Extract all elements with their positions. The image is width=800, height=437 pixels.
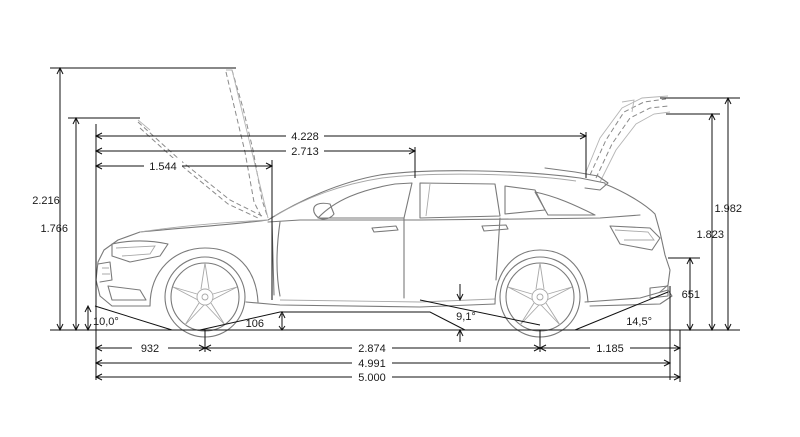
height-label-1766: 1.766 — [40, 223, 68, 235]
overall-length-label: 4.991 — [358, 358, 386, 370]
clearance-markers — [278, 284, 464, 342]
wheelbase-label: 2.874 — [358, 343, 386, 355]
car-side-profile — [95, 167, 673, 308]
departure-angle-label: 14,5° — [626, 316, 652, 328]
front-wheel — [164, 256, 246, 338]
height-label-1982: 1.982 — [714, 203, 742, 215]
rear-overhang-label: 1.185 — [596, 343, 624, 355]
height-label-1823: 1.823 — [696, 229, 724, 241]
front-overhang-label: 932 — [141, 343, 159, 355]
breakover-angle-label: 9,1° — [456, 311, 476, 323]
height-label-2216: 2.216 — [32, 195, 60, 207]
open-hood-outline — [137, 69, 269, 219]
approach-angle-label: 10,0° — [93, 316, 119, 328]
height-label-651: 651 — [682, 289, 700, 301]
left-height-dimensions — [50, 66, 236, 332]
length-label-1544: 1.544 — [149, 161, 177, 173]
length-label-2713: 2.713 — [291, 146, 319, 158]
ground-and-angle-lines — [50, 291, 740, 331]
clearance-label-106: 106 — [246, 318, 264, 330]
total-length-label: 5.000 — [358, 372, 386, 384]
right-height-dimensions — [660, 96, 740, 380]
top-length-dimensions — [94, 124, 588, 340]
open-tailgate-outline — [585, 95, 671, 183]
length-label-4228: 4.228 — [291, 131, 319, 143]
